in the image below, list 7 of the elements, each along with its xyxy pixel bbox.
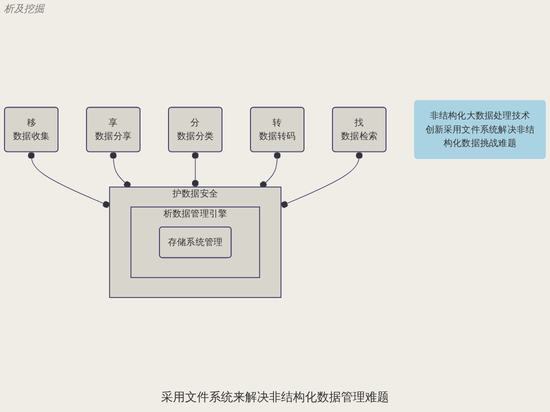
connector: [260, 151, 281, 188]
caption: 采用文件系统来解决非结构化数据管理难题: [160, 389, 390, 406]
connector: [110, 151, 131, 188]
page-heading-fragment: 析及挖掘: [4, 4, 44, 15]
connector: [192, 151, 199, 188]
connector: [28, 151, 110, 208]
connector: [280, 151, 363, 208]
